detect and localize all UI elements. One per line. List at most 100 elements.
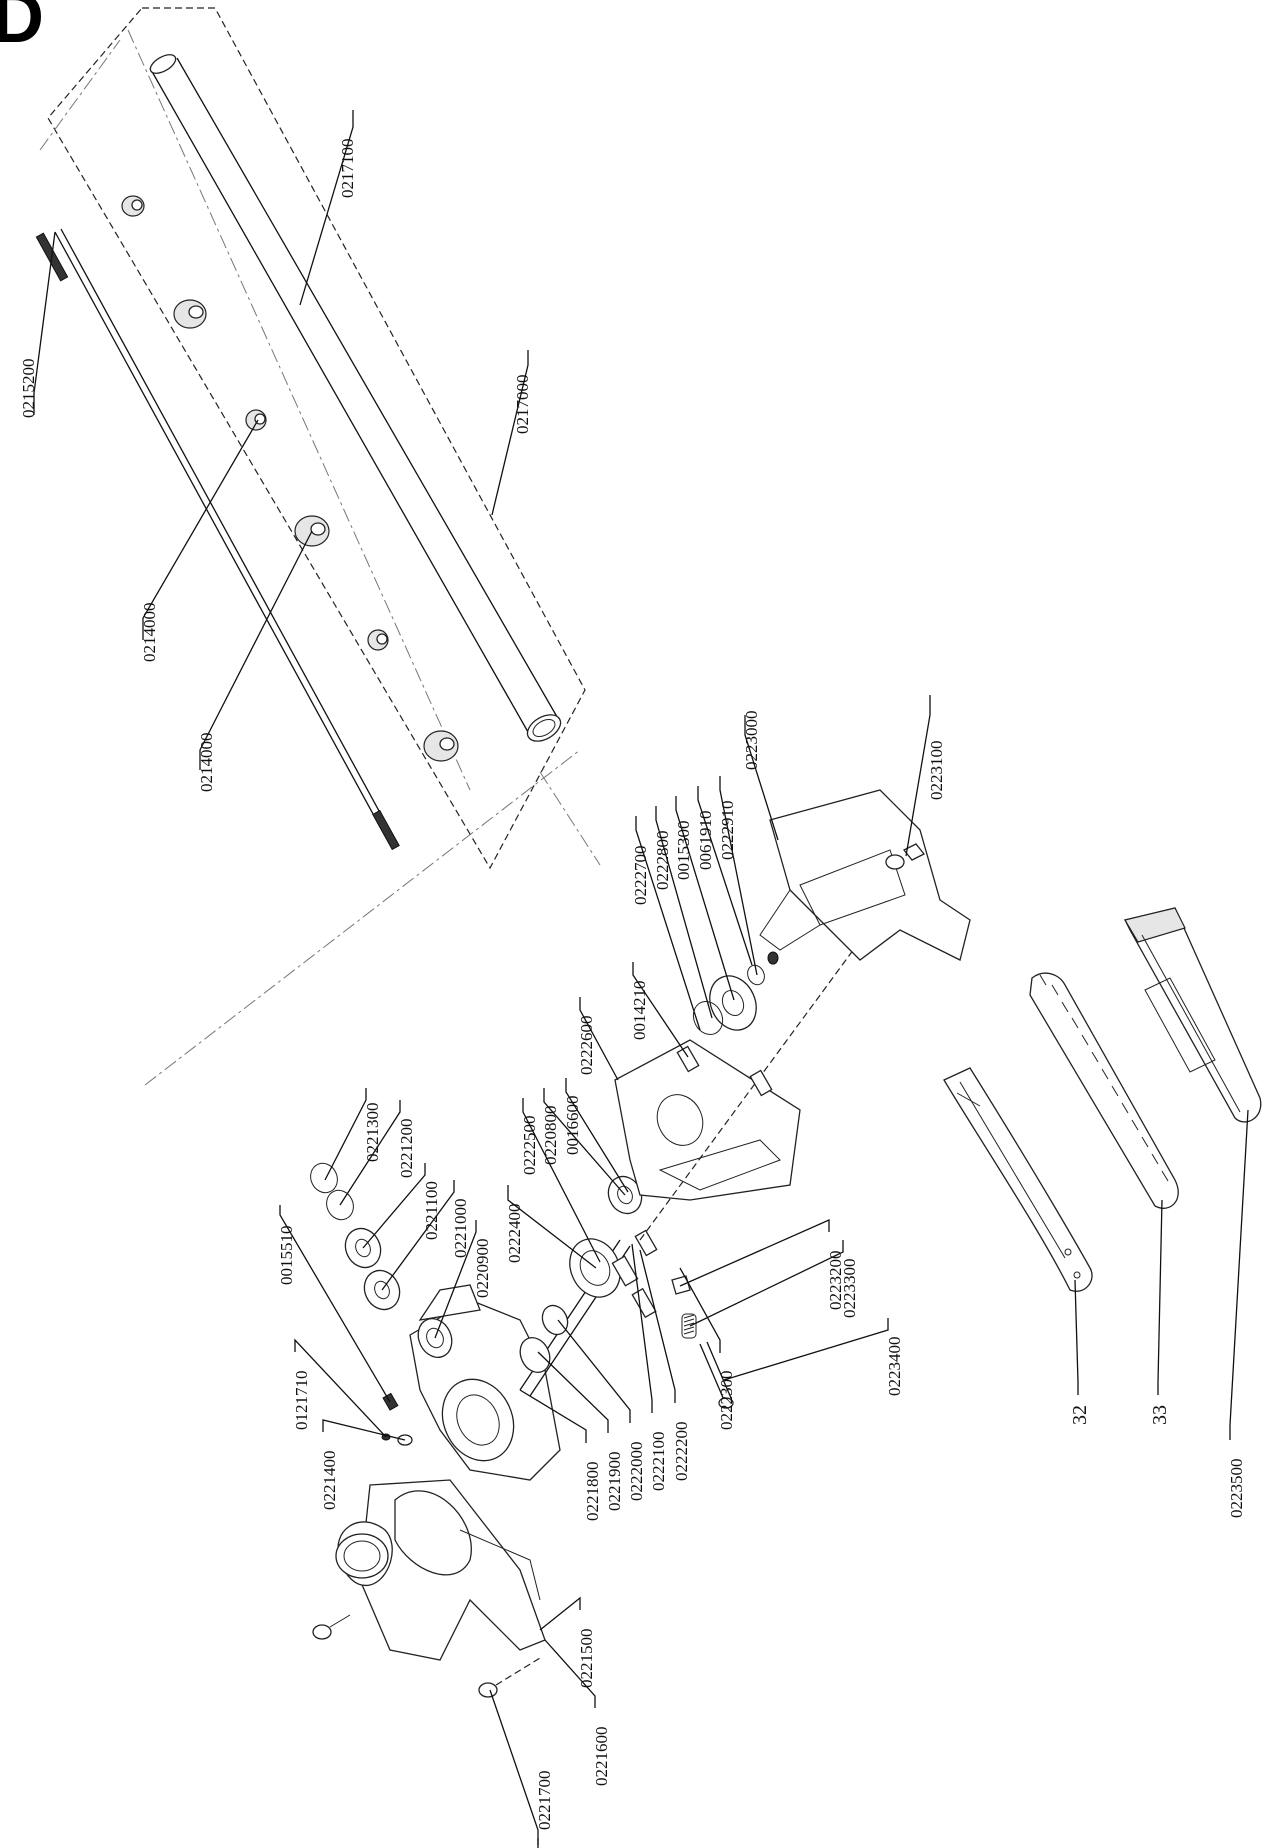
- leader-0221700: [489, 1689, 539, 1845]
- label-0221500: 0221500: [577, 1629, 596, 1689]
- label-0222910: 0222910: [718, 801, 737, 861]
- label-0015510: 0015510: [277, 1226, 296, 1286]
- leader-0221600: [544, 1639, 596, 1708]
- adjust-screw-0223400: [699, 1341, 734, 1409]
- circlip-2: [310, 1162, 338, 1194]
- leader-0214000b: [199, 530, 313, 770]
- bushing-2: [173, 299, 207, 329]
- bushings: [121, 195, 459, 762]
- label-0214000b: 0214000: [197, 733, 216, 793]
- leader-0223200: [679, 1219, 830, 1287]
- leader-0217100: [299, 110, 354, 306]
- leader-0223100: [905, 695, 931, 857]
- label-0221400: 0221400: [320, 1451, 339, 1511]
- bushing-6: [423, 730, 459, 762]
- leader-0220800: [543, 1088, 626, 1196]
- label-0223000: 0223000: [742, 711, 761, 771]
- saw-chain: [1029, 972, 1179, 1209]
- label-0222000: 0222000: [627, 1442, 646, 1502]
- guide-bar: [943, 1067, 1093, 1292]
- leader-0015300: [675, 796, 735, 1001]
- label-0223200: 0223200: [826, 1251, 845, 1311]
- label-0222800: 0222800: [653, 831, 672, 891]
- label-0121710: 0121710: [292, 1371, 311, 1431]
- label-0015300: 0015300: [674, 821, 693, 881]
- clamp-knob: [335, 1533, 389, 1579]
- leader-0221900: [537, 1351, 609, 1433]
- label-0217000: 0217000: [513, 375, 532, 435]
- label-0222100: 0222100: [649, 1432, 668, 1492]
- leader-0220900: [434, 1220, 477, 1339]
- tube-to-gearbox-line: [144, 749, 581, 1086]
- leader-0015510: [279, 1205, 391, 1403]
- sprocket-drive: [692, 951, 779, 1036]
- label-0217100: 0217100: [338, 139, 357, 199]
- leader-0222400: [507, 1185, 597, 1269]
- bolt-0015510: [382, 1392, 399, 1411]
- leader-0221800: [519, 1389, 587, 1443]
- leader-0217000: [491, 350, 529, 516]
- leader-33: [1157, 1199, 1163, 1395]
- label-32: 32: [1069, 1405, 1091, 1425]
- tube-assembly: [35, 7, 601, 1086]
- leader-0014210: [632, 962, 689, 1058]
- leader-0221000: [381, 1180, 455, 1291]
- leader-0223500: [1229, 1109, 1249, 1440]
- tube-group-boundary: [47, 7, 586, 870]
- label-0221000: 0221000: [451, 1199, 470, 1259]
- leader-0214000a: [142, 419, 259, 640]
- label-0220800: 0220800: [541, 1106, 560, 1166]
- label-0222500: 0222500: [520, 1116, 539, 1176]
- corner-letter: D: [0, 0, 44, 58]
- tube-end-line: [539, 771, 601, 866]
- bushing-1: [121, 195, 145, 217]
- label-0221800: 0221800: [583, 1462, 602, 1522]
- label-0214000a: 0214000: [140, 603, 159, 663]
- bar-scabbard: [1124, 907, 1262, 1123]
- part-labels: 0215200 0217100 0217000 0214000 0214000 …: [19, 139, 1246, 1831]
- leader-0222800: [655, 806, 713, 1019]
- label-0222400: 0222400: [505, 1204, 524, 1264]
- leader-lines: [33, 110, 1249, 1845]
- spring-0223300: [681, 1313, 697, 1339]
- tube-center-line: [127, 29, 471, 791]
- bar-chain-group: [943, 907, 1262, 1292]
- cover-nut: [902, 843, 926, 861]
- label-0061910: 0061910: [696, 811, 715, 871]
- leader-32: [1074, 1279, 1079, 1395]
- leader-0221100: [362, 1163, 426, 1249]
- leader-0222700: [635, 816, 701, 1031]
- label-0220900: 0220900: [473, 1239, 492, 1299]
- leader-0223400: [723, 1318, 889, 1381]
- label-0221300: 0221300: [363, 1103, 382, 1163]
- leader-0222500: [522, 1098, 601, 1263]
- leader-0221500: [539, 1596, 581, 1631]
- label-0016600: 0016600: [563, 1096, 582, 1156]
- leader-0061910: [697, 786, 753, 966]
- label-0221200: 0221200: [397, 1119, 416, 1179]
- label-0221100: 0221100: [422, 1181, 441, 1240]
- bushing-5: [367, 629, 389, 651]
- tube-align-line: [39, 39, 121, 151]
- main-tube: [149, 54, 562, 742]
- label-0222300: 0222300: [717, 1371, 736, 1431]
- label-0221600: 0221600: [592, 1727, 611, 1787]
- drive-shaft: [35, 228, 400, 851]
- gearbox-housing: [409, 1284, 561, 1481]
- oil-pump-parts: [611, 1229, 658, 1287]
- label-0223300: 0223300: [840, 1259, 859, 1319]
- label-0222200: 0222200: [672, 1422, 691, 1482]
- leader-0215200: [33, 231, 56, 415]
- label-0222700: 0222700: [631, 846, 650, 906]
- label-0223500: 0223500: [1227, 1459, 1246, 1519]
- clamp-screws: [312, 1614, 541, 1698]
- bar-plate: [614, 899, 891, 1241]
- label-0223100: 0223100: [927, 741, 946, 801]
- leader-0222100: [631, 1243, 653, 1413]
- bushing-3: [245, 409, 267, 431]
- leader-0222600: [579, 997, 619, 1081]
- label-0221900: 0221900: [605, 1452, 624, 1512]
- leader-0223000: [744, 715, 779, 841]
- leader-0016600: [565, 1078, 629, 1193]
